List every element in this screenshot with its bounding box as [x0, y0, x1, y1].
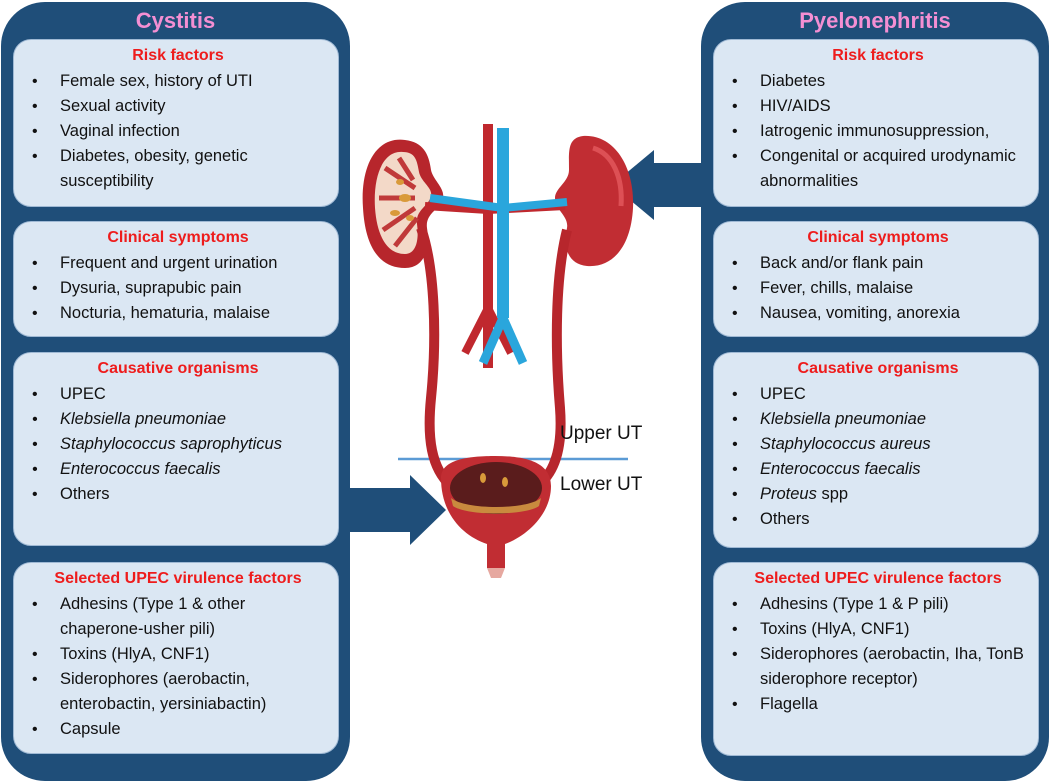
pyelo-virulence-box: Selected UPEC virulence factors Adhesins… — [713, 562, 1039, 756]
list-item: Iatrogenic immunosuppression, — [726, 119, 1030, 144]
list-item: Frequent and urgent urination — [26, 251, 330, 276]
species-suffix: spp — [816, 485, 849, 503]
box-heading: Clinical symptoms — [107, 229, 249, 246]
arrow-to-kidney-icon — [612, 150, 706, 220]
box-heading: Causative organisms — [797, 360, 959, 377]
arrow-to-bladder-icon — [348, 475, 446, 545]
list-item: Siderophores (aerobactin, enterobactin, … — [26, 667, 330, 717]
pyelo-risk-box: Risk factors Diabetes HIV/AIDS Iatrogeni… — [713, 39, 1039, 207]
list-item: Proteus spp — [726, 482, 1030, 507]
cystitis-virulence-box: Selected UPEC virulence factors Adhesins… — [13, 562, 339, 754]
pyelo-organisms-box: Causative organisms UPEC Klebsiella pneu… — [713, 352, 1039, 548]
list-item: Staphylococcus saprophyticus — [26, 432, 330, 457]
list-item: Toxins (HlyA, CNF1) — [726, 617, 1030, 642]
box-heading: Clinical symptoms — [807, 229, 949, 246]
cystitis-title: Cystitis — [135, 8, 216, 33]
list-item: UPEC — [726, 382, 1030, 407]
cystitis-organisms-box: Causative organisms UPEC Klebsiella pneu… — [13, 352, 339, 546]
box-heading: Risk factors — [132, 47, 224, 64]
box-heading: Risk factors — [832, 47, 924, 64]
upper-ut-label: Upper UT — [560, 423, 643, 444]
vena-cava-icon — [497, 128, 509, 318]
urinary-tract-illustration — [362, 124, 634, 578]
pyelonephritis-panel: Pyelonephritis Risk factors Diabetes HIV… — [701, 2, 1049, 781]
list-item: Back and/or flank pain — [726, 251, 1030, 276]
list-item: Flagella — [726, 692, 1030, 717]
box-heading: Selected UPEC virulence factors — [754, 570, 1002, 587]
list-item: Capsule — [26, 717, 330, 742]
list-item: Klebsiella pneumoniae — [26, 407, 330, 432]
list-item: Female sex, history of UTI — [26, 69, 330, 94]
list-item: Fever, chills, malaise — [726, 276, 1030, 301]
list-item: Klebsiella pneumoniae — [726, 407, 1030, 432]
lower-ut-label: Lower UT — [560, 474, 643, 495]
pyelo-symptoms-box: Clinical symptoms Back and/or flank pain… — [713, 221, 1039, 337]
left-ureter-icon — [416, 226, 455, 490]
right-kidney-icon — [555, 135, 634, 267]
list-item: HIV/AIDS — [726, 94, 1030, 119]
list-item: Adhesins (Type 1 & P pili) — [726, 592, 1030, 617]
cystitis-risk-box: Risk factors Female sex, history of UTI … — [13, 39, 339, 207]
list-item: Toxins (HlyA, CNF1) — [26, 642, 330, 667]
cystitis-panel: Cystitis Risk factors Female sex, histor… — [1, 2, 350, 781]
list-item: Enterococcus faecalis — [726, 457, 1030, 482]
list-item: Diabetes — [726, 69, 1030, 94]
box-heading: Causative organisms — [97, 360, 259, 377]
aorta-icon — [483, 124, 493, 368]
genus-name: Proteus — [760, 485, 817, 503]
list-item: Nausea, vomiting, anorexia — [726, 301, 1030, 326]
list-item: Sexual activity — [26, 94, 330, 119]
pyelonephritis-title: Pyelonephritis — [799, 8, 951, 33]
list-item: Others — [726, 507, 1030, 532]
list-item: Adhesins (Type 1 & other chaperone-usher… — [26, 592, 330, 642]
list-item: Siderophores (aerobactin, Iha, TonB side… — [726, 642, 1030, 692]
list-item: UPEC — [26, 382, 330, 407]
list-item: Vaginal infection — [26, 119, 330, 144]
list-item: Enterococcus faecalis — [26, 457, 330, 482]
list-item: Diabetes, obesity, genetic susceptibilit… — [26, 144, 330, 194]
cystitis-symptoms-box: Clinical symptoms Frequent and urgent ur… — [13, 221, 339, 337]
list-item: Dysuria, suprapubic pain — [26, 276, 330, 301]
bladder-icon — [441, 456, 551, 578]
right-ureter-icon — [533, 228, 572, 491]
box-heading: Selected UPEC virulence factors — [54, 570, 302, 587]
list-item: Congenital or acquired urodynamic abnorm… — [726, 144, 1030, 194]
list-item: Nocturia, hematuria, malaise — [26, 301, 330, 326]
list-item: Staphylococcus aureus — [726, 432, 1030, 457]
list-item: Others — [26, 482, 330, 507]
